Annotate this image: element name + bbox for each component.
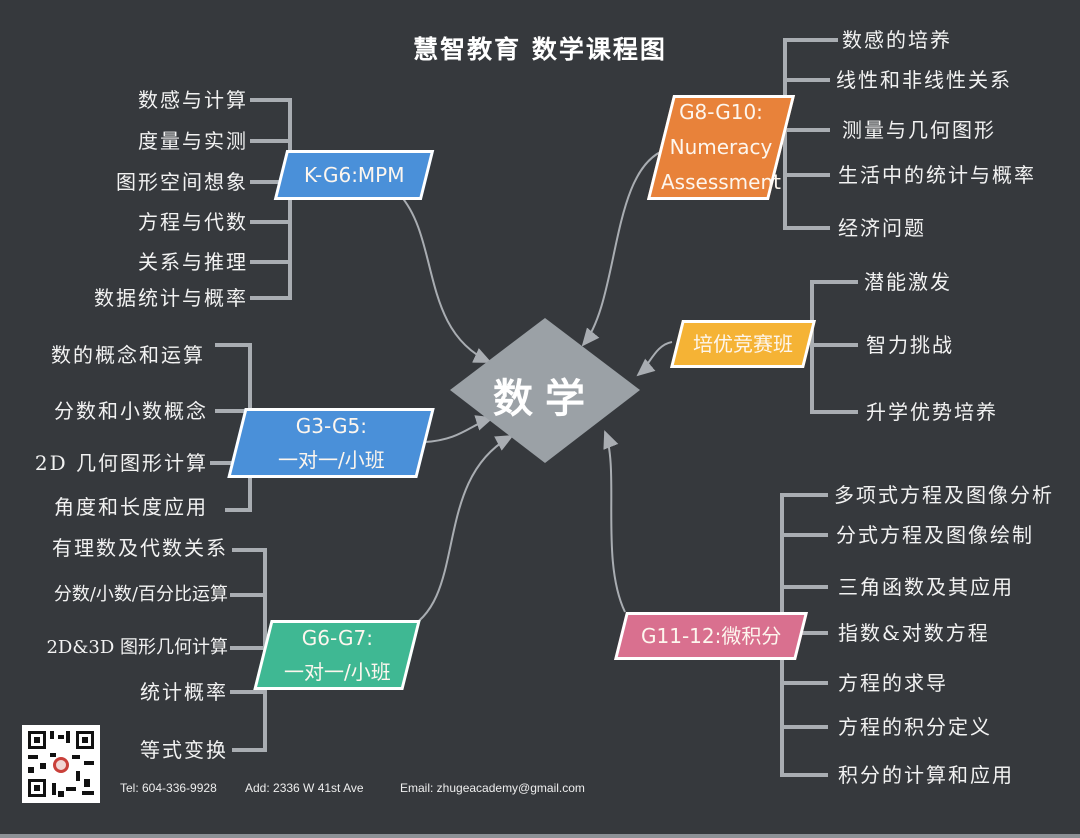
footer-tel: Tel: 604-336-9928 (120, 781, 217, 795)
list-item: 2D&3D 图形几何计算 (46, 637, 228, 658)
list-item: 积分的计算和应用 (838, 763, 1014, 787)
list-item: 分数和小数概念 (54, 399, 208, 423)
list-item: 数据统计与概率 (94, 286, 248, 310)
node-g3-g5[interactable]: G3-G5: 一对一/小班 (227, 408, 435, 478)
list-item: 统计概率 (140, 680, 228, 704)
list-item: 多项式方程及图像分析 (834, 483, 1054, 507)
list-item: 生活中的统计与概率 (838, 163, 1036, 187)
list-item: 数感的培养 (842, 28, 952, 52)
list-item: 角度和长度应用 (54, 495, 208, 519)
list-item: 经济问题 (838, 216, 926, 240)
list-item: 测量与几何图形 (842, 118, 996, 142)
footer-address: Add: 2336 W 41st Ave (245, 781, 364, 795)
node-label: G3-G5: (295, 414, 367, 438)
node-label: Assessment (661, 170, 781, 194)
list-item: 度量与实测 (138, 129, 248, 153)
node-competition[interactable]: 培优竞赛班 (670, 320, 816, 368)
list-item: 分数/小数/百分比运算 (53, 584, 228, 605)
node-label: K-G6:MPM (303, 163, 405, 187)
list-item: 方程的求导 (838, 671, 948, 695)
qr-code-icon (22, 725, 100, 803)
list-item: 线性和非线性关系 (836, 68, 1012, 92)
node-label: 一对一/小班 (277, 448, 385, 472)
center-node (450, 318, 640, 463)
list-item: 指数&对数方程 (838, 621, 990, 645)
list-item: 有理数及代数关系 (52, 536, 228, 560)
list-item: 潜能激发 (864, 270, 952, 294)
node-label: G11-12:微积分 (640, 624, 782, 648)
list-item: 关系与推理 (138, 250, 248, 274)
node-label: 培优竞赛班 (693, 332, 793, 356)
list-item: 方程与代数 (138, 210, 248, 234)
node-label: G6-G7: (301, 626, 373, 650)
node-label: Numeracy (669, 135, 773, 159)
list-item: 数感与计算 (138, 88, 248, 112)
list-item: 数的概念和运算 (51, 343, 205, 367)
node-label: 一对一/小班 (283, 660, 391, 684)
list-item: 智力挑战 (866, 333, 954, 357)
list-item: 2D 几何图形计算 (34, 451, 208, 475)
list-item: 分式方程及图像绘制 (836, 523, 1034, 547)
list-item: 方程的积分定义 (838, 715, 992, 739)
list-item: 图形空间想象 (116, 170, 248, 194)
node-g6-g7[interactable]: G6-G7: 一对一/小班 (253, 620, 421, 690)
footer-email[interactable]: Email: zhugeacademy@gmail.com (400, 781, 585, 795)
node-k-g6[interactable]: K-G6:MPM (273, 150, 435, 200)
list-item: 三角函数及其应用 (838, 575, 1014, 599)
list-item: 升学优势培养 (866, 400, 998, 424)
list-item: 等式变换 (140, 738, 228, 762)
page-title: 慧智教育 数学课程图 (413, 35, 667, 64)
node-g11-12[interactable]: G11-12:微积分 (614, 612, 808, 660)
center-label-wrap: 数学 (450, 318, 640, 463)
node-label: G8-G10: (679, 100, 763, 124)
center-label: 数学 (493, 375, 597, 422)
